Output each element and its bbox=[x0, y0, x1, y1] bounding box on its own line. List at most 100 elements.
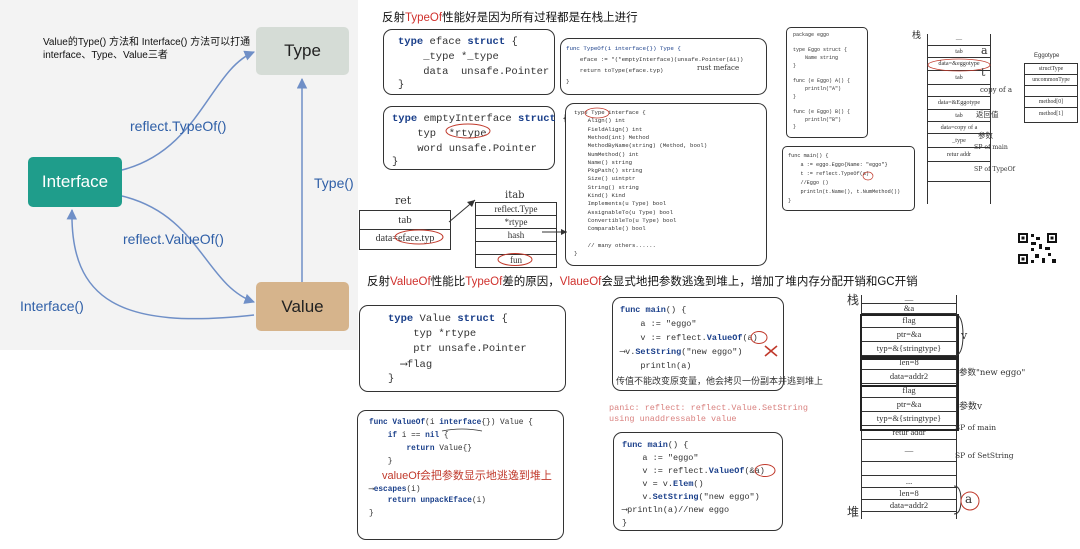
valueof-main2-code: func main() { a := "eggo" v := reflect.V… bbox=[613, 432, 783, 531]
a-circle bbox=[862, 171, 874, 181]
main1-note: 传值不能改变原变量，他会拷贝一份副本并逃到堆上 bbox=[616, 376, 824, 386]
value-node: Value bbox=[256, 282, 349, 331]
valueof-func-code: func ValueOf(i interface{}) Value { if i… bbox=[357, 410, 564, 540]
typeof-note: rust meface bbox=[697, 64, 740, 72]
arrow-interface-method bbox=[66, 208, 255, 320]
eggotype-circle bbox=[927, 58, 991, 72]
edge-label-valueof: reflect.ValueOf() bbox=[123, 231, 224, 247]
code-line: type Eggo struct { bbox=[793, 47, 848, 54]
stack-ann: 返回值 bbox=[976, 110, 999, 119]
eggotype-diagram: Eggotype structType uncommonType method[… bbox=[1024, 53, 1078, 137]
stack-row: ptr=&a bbox=[862, 328, 956, 342]
value-node-label: Value bbox=[281, 296, 324, 316]
stack-row: retur addr bbox=[862, 426, 956, 440]
eggotype-title: Eggotype bbox=[1034, 53, 1060, 59]
stack-box: tab data=eface.typ bbox=[359, 210, 451, 250]
diagram-arrows bbox=[66, 50, 308, 320]
code-line: //Eggo () bbox=[788, 180, 829, 186]
stack-row: ... bbox=[862, 476, 956, 488]
interface-node-label: Interface bbox=[41, 172, 109, 191]
eggotype-table: structType uncommonType method[0] method… bbox=[1024, 63, 1078, 123]
stack-ann: t bbox=[981, 66, 986, 79]
stack-row bbox=[862, 462, 956, 476]
interface-node: Interface bbox=[28, 157, 122, 207]
valueof-section-title: 反射ValueOf性能比TypeOf差的原因，VlaueOf会显式地把参数逃逸到… bbox=[367, 276, 918, 288]
valueof-note: valueOf会把参数显示地逃逸到堆上 bbox=[382, 470, 552, 482]
code-line: // many others...... bbox=[574, 241, 656, 249]
stack-ann: a bbox=[981, 44, 988, 57]
stack-ann: SP of main bbox=[974, 144, 1008, 151]
code-line: println("A") bbox=[793, 85, 842, 92]
itab-row bbox=[476, 242, 556, 255]
iface-stack-diagram: ret tab data=eface.typ bbox=[359, 190, 559, 265]
itab-title: itab bbox=[505, 190, 525, 201]
stack-row: data=addr2 bbox=[862, 500, 956, 512]
code-line: } bbox=[793, 93, 797, 100]
arrow-valueof bbox=[121, 195, 255, 304]
code-line: Size() uintptr bbox=[574, 175, 636, 183]
code-line: t := reflect.TypeOf(a) bbox=[788, 171, 869, 177]
valueof-main1-code: func main() { a := "eggo" v := reflect.V… bbox=[612, 297, 823, 391]
typeof-main-code: func main() { a := eggo.Eggo{Name: "eggo… bbox=[782, 146, 915, 211]
code-line: MethodByName(string) (Method, bool) bbox=[574, 142, 708, 150]
stack-ann: SP of TypeOf bbox=[974, 166, 1015, 173]
stack-row bbox=[928, 85, 990, 97]
code-line: Name string bbox=[793, 55, 839, 62]
typeof-func-code: func TypeOf(i interface{}) Type { eface … bbox=[560, 38, 767, 95]
heap-label: 堆 bbox=[847, 505, 860, 519]
stack-row: data=copy of a bbox=[928, 122, 990, 134]
stack-row: flag bbox=[862, 384, 956, 398]
stack-label: 栈 bbox=[912, 31, 922, 41]
code-line: PkgPath() string bbox=[574, 167, 643, 175]
stack-row: — bbox=[862, 295, 956, 304]
stack-tab: tab bbox=[360, 211, 450, 230]
code-line: func (e Eggo) B() { bbox=[793, 109, 851, 115]
stack2-label: 栈 bbox=[847, 293, 860, 307]
edge-label-interface-method: Interface() bbox=[20, 298, 84, 314]
stack-row: tab bbox=[928, 110, 990, 122]
stack-row: data=&Eggotype bbox=[928, 97, 990, 110]
stack-ann: copy of a bbox=[980, 86, 1012, 94]
edge-label-type-method: Type() bbox=[314, 175, 354, 191]
code-line: } bbox=[788, 198, 792, 204]
stack-row: &a bbox=[862, 304, 956, 314]
type-node: Type bbox=[256, 27, 349, 75]
arrow-typeof bbox=[121, 50, 255, 171]
stack-row: tab bbox=[928, 46, 990, 58]
itab-diagram: itab reflect.Type *rtype hash fun bbox=[475, 190, 557, 268]
code-line: Kind() Kind bbox=[574, 192, 626, 199]
itab-row: fun bbox=[510, 255, 522, 265]
stack-data: data=eface.typ bbox=[375, 233, 435, 244]
code-line: println(t.Name(), t.NumMethod()) bbox=[788, 189, 901, 195]
code-line: Implements(u Type) bool bbox=[574, 200, 667, 208]
itab-row: *rtype bbox=[476, 216, 556, 229]
eface-typ-circle bbox=[394, 229, 444, 245]
code-line: func main() { bbox=[788, 153, 829, 159]
code-line: } bbox=[574, 250, 578, 258]
code-line: Name() string bbox=[574, 158, 633, 166]
code-line: String() string bbox=[574, 183, 639, 191]
itab-box: reflect.Type *rtype hash fun bbox=[475, 202, 557, 268]
type-interface-code: type Type interface { Align() int FieldA… bbox=[565, 103, 767, 266]
stack-row: data=&eggotype bbox=[928, 58, 990, 71]
fun-circle bbox=[497, 253, 533, 266]
stack-row: len=8 bbox=[862, 488, 956, 500]
code-line: FieldAlign() int bbox=[574, 125, 643, 133]
code-line: AssignableTo(u Type) bool bbox=[574, 208, 673, 216]
fun-arrow bbox=[542, 229, 567, 235]
stack-ret-label: ret bbox=[395, 194, 412, 207]
stack-row: — bbox=[862, 440, 956, 462]
panic-message: panic: reflect: reflect.Value.SetString … bbox=[609, 403, 808, 424]
stack-row: typ=&{stringtype} bbox=[862, 342, 956, 356]
stack-row: data=addr2 bbox=[862, 370, 956, 384]
eface-struct-code: type eface struct { _type *_type data un… bbox=[383, 29, 555, 95]
code-line: a := eggo.Eggo{Name: "eggo"} bbox=[788, 162, 888, 168]
code-line: Comparable() bool bbox=[574, 225, 646, 233]
code-line: println("B") bbox=[793, 116, 842, 123]
typeof-section-title: 反射TypeOf性能好是因为所有过程都是在栈上进行 bbox=[382, 12, 638, 24]
code-line: NumMethod() int bbox=[574, 150, 639, 158]
